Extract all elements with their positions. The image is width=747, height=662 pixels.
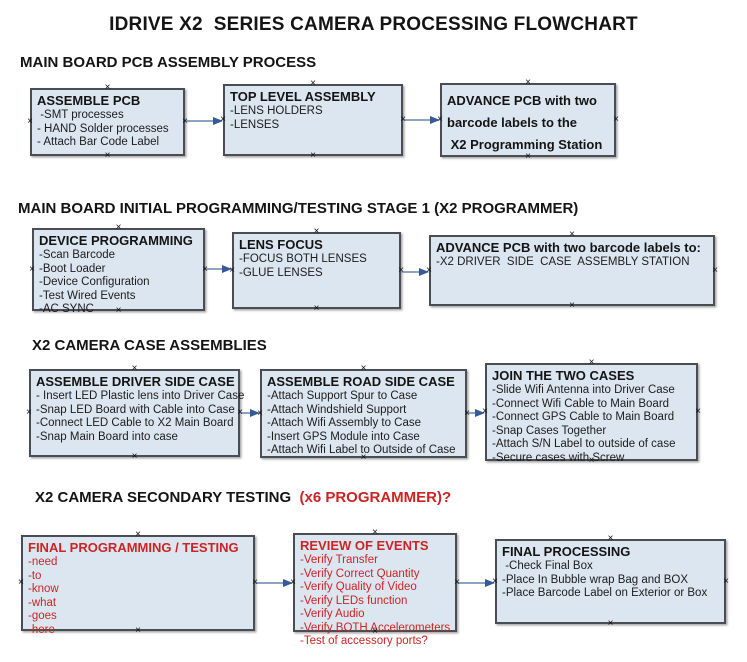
box-title: ADVANCE PCB with two barcode labels to: xyxy=(436,240,701,255)
flow-arrow-head-icon xyxy=(222,264,232,273)
flow-arrow-line xyxy=(240,412,251,414)
box-item: -what xyxy=(28,596,57,609)
box-item: -Verify LEDs function xyxy=(300,594,408,607)
box-item: -SMT processes xyxy=(37,109,124,121)
box-item: -Slide Wifi Antenna into Driver Case xyxy=(492,384,675,396)
box-item: -here xyxy=(28,623,55,636)
flow-arrow-head-icon xyxy=(250,408,260,417)
advance-pcb-to-driver-side-station-box[interactable]: ADVANCE PCB with two barcode labels to:-… xyxy=(429,235,715,306)
section-heading-red-text: (x6 PROGRAMMER)? xyxy=(291,489,452,506)
flow-arrow-head-icon xyxy=(213,116,223,125)
box-title: REVIEW OF EVENTS xyxy=(300,538,429,553)
box-item: -Connect Wifi Cable to Main Board xyxy=(492,397,670,410)
box-title-line: barcode labels to the xyxy=(447,115,578,130)
box-title: FINAL PROGRAMMING / TESTING xyxy=(28,540,239,555)
box-item: -Test Wired Events xyxy=(39,289,136,302)
lens-focus-box[interactable]: LENS FOCUS-FOCUS BOTH LENSES-GLUE LENSES xyxy=(232,232,401,309)
box-item: -Boot Loader xyxy=(39,262,106,275)
review-of-events-box[interactable]: REVIEW OF EVENTS-Verify Transfer-Verify … xyxy=(293,533,457,647)
box-title: TOP LEVEL ASSEMBLY xyxy=(230,89,376,104)
box-item: -Attach Windshield Support xyxy=(267,403,407,416)
box-item: -Snap LED Board with Cable into Case xyxy=(36,403,235,416)
box-item: -Insert GPS Module into Case xyxy=(267,430,420,443)
box-item: -Connect GPS Cable to Main Board xyxy=(492,411,675,423)
flow-arrow-line xyxy=(457,582,486,584)
box-title-line: X2 Programming Station xyxy=(447,137,603,152)
device-programming-box[interactable]: DEVICE PROGRAMMING-Scan Barcode-Boot Loa… xyxy=(32,228,205,315)
flow-arrow-line xyxy=(401,271,420,273)
box-item: -Check Final Box xyxy=(502,560,593,572)
box-item: -Snap Cases Together xyxy=(492,424,607,437)
box-title: ASSEMBLE PCB xyxy=(37,93,141,108)
flow-arrow-head-icon xyxy=(419,267,429,276)
box-title-line: ADVANCE PCB with two xyxy=(447,93,597,108)
box-item: -GLUE LENSES xyxy=(239,266,323,279)
box-item: -Attach Wifi Assembly to Case xyxy=(267,417,422,429)
section-heading: X2 CAMERA CASE ASSEMBLIES xyxy=(32,337,267,354)
box-item: -goes xyxy=(28,610,57,622)
box-item: -FOCUS BOTH LENSES xyxy=(239,253,367,265)
assemble-road-side-case-box[interactable]: ASSEMBLE ROAD SIDE CASE-Attach Support S… xyxy=(260,369,467,458)
box-item: -Scan Barcode xyxy=(39,249,116,261)
box-item: -know xyxy=(28,583,59,595)
flow-arrow-line xyxy=(185,120,214,122)
box-title: FINAL PROCESSING xyxy=(502,544,631,559)
box-item: -LENSES xyxy=(230,118,280,131)
flow-arrow-line xyxy=(255,582,284,584)
flow-arrow-head-icon xyxy=(485,578,495,587)
page-title: IDRIVE X2 SERIES CAMERA PROCESSING FLOWC… xyxy=(109,14,638,35)
box-item: -Connect LED Cable to X2 Main Board xyxy=(36,417,234,429)
section-heading-text: X2 CAMERA SECONDARY TESTING xyxy=(35,489,292,506)
box-item: -Device Configuration xyxy=(39,276,150,288)
final-processing-box[interactable]: FINAL PROCESSING -Check Final Box-Place … xyxy=(495,539,726,624)
top-level-assembly-box[interactable]: TOP LEVEL ASSEMBLY-LENS HOLDERS-LENSES xyxy=(223,84,403,156)
box-item: -Attach Wifi Label to Outside of Case xyxy=(267,444,456,456)
box-item: - HAND Solder processes xyxy=(37,122,169,135)
section-heading-text: X2 CAMERA CASE ASSEMBLIES xyxy=(32,337,267,354)
assemble-driver-side-case-box[interactable]: ASSEMBLE DRIVER SIDE CASE- Insert LED Pl… xyxy=(29,369,245,457)
flow-arrow-line xyxy=(467,412,476,414)
box-item: -AC SYNC xyxy=(39,303,94,315)
box-title: JOIN THE TWO CASES xyxy=(492,368,635,383)
box-item: -Verify BOTH Accelerometers xyxy=(300,621,451,634)
box-item: -Verify Transfer xyxy=(300,554,378,566)
box-item: -LENS HOLDERS xyxy=(230,105,323,117)
assemble-pcb-box[interactable]: ASSEMBLE PCB -SMT processes- HAND Solder… xyxy=(30,88,185,156)
box-item: -Verify Correct Quantity xyxy=(300,567,420,580)
box-title: LENS FOCUS xyxy=(239,237,323,252)
advance-pcb-to-programming-station-box[interactable]: ADVANCE PCB with two barcode labels to th… xyxy=(440,83,616,157)
box-title: DEVICE PROGRAMMING xyxy=(39,233,193,248)
box-item: -Attach Support Spur to Case xyxy=(267,390,418,402)
box-item: -to xyxy=(28,569,42,582)
flow-arrow-head-icon xyxy=(475,408,485,417)
box-item: -Place Barcode Label on Exterior or Box xyxy=(502,587,708,599)
box-item: -X2 DRIVER SIDE CASE ASSEMBLY STATION xyxy=(436,256,690,268)
box-title: ASSEMBLE ROAD SIDE CASE xyxy=(267,374,455,389)
section-heading: MAIN BOARD INITIAL PROGRAMMING/TESTING S… xyxy=(18,200,578,217)
box-item: -Place In Bubble wrap Bag and BOX xyxy=(502,573,689,586)
box-item: -Secure cases with Screw xyxy=(492,451,625,464)
section-heading-text: MAIN BOARD PCB ASSEMBLY PROCESS xyxy=(20,54,317,71)
section-heading: MAIN BOARD PCB ASSEMBLY PROCESS xyxy=(20,54,316,71)
flow-arrow-head-icon xyxy=(430,115,440,124)
box-item: -need xyxy=(28,556,58,568)
flow-arrow-line xyxy=(205,268,223,270)
box-item: -Verify Audio xyxy=(300,608,365,620)
join-the-two-cases-box[interactable]: JOIN THE TWO CASES-Slide Wifi Antenna in… xyxy=(485,363,698,464)
box-item: -Attach S/N Label to outside of case xyxy=(492,438,676,450)
box-item: - Attach Bar Code Label xyxy=(37,136,160,148)
box-item: -Test of accessory ports? xyxy=(300,635,428,647)
box-item: -Verify Quality of Video xyxy=(300,581,417,593)
box-item: - Insert LED Plastic lens into Driver Ca… xyxy=(36,390,245,402)
box-item: -Snap Main Board into case xyxy=(36,430,178,443)
flow-arrow-line xyxy=(403,119,431,121)
box-title: ASSEMBLE DRIVER SIDE CASE xyxy=(36,374,235,389)
flow-arrow-head-icon xyxy=(283,578,293,587)
section-heading: X2 CAMERA SECONDARY TESTING (x6 PROGRAMM… xyxy=(35,489,451,506)
final-programming-testing-box[interactable]: FINAL PROGRAMMING / TESTING-need-to-know… xyxy=(21,535,255,636)
section-heading-text: MAIN BOARD INITIAL PROGRAMMING/TESTING S… xyxy=(18,200,579,217)
